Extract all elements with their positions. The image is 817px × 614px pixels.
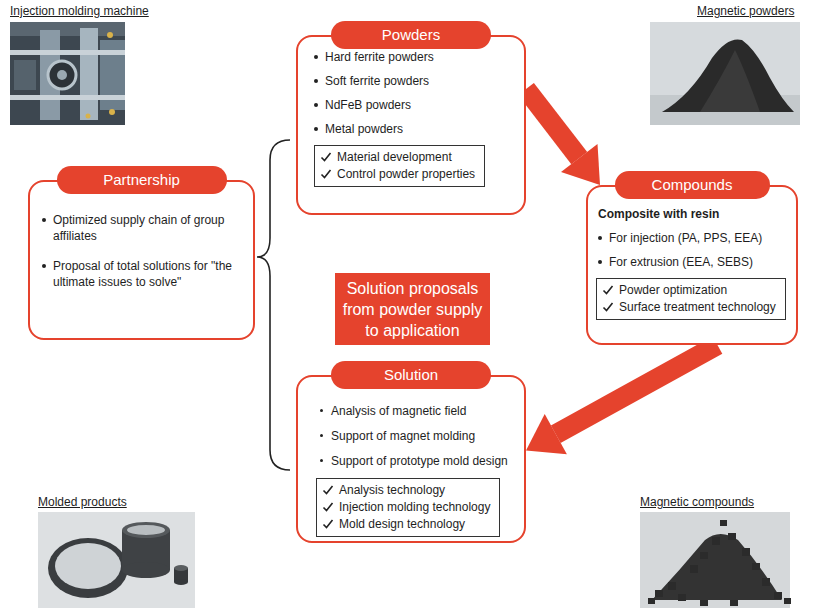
list-item: Analysis of magnetic field [320, 403, 514, 419]
subheading-text: Composite with resin [598, 206, 719, 222]
header-text: Powders [382, 26, 440, 43]
list-item: Optimized supply chain of group affiliat… [42, 212, 243, 244]
bullet-dot [320, 434, 323, 437]
check-mark [322, 501, 334, 513]
item-text: NdFeB powders [325, 97, 411, 113]
checklist-box: Material developmentControl powder prope… [314, 145, 485, 187]
checklist-text: Mold design technology [339, 516, 465, 533]
item-text: Soft ferrite powders [325, 73, 429, 89]
list-item: Hard ferrite powders [314, 49, 514, 65]
list-item: For injection (PA, PPS, EEA) [598, 230, 788, 246]
item-text: Proposal of total solutions for "the ult… [53, 258, 243, 290]
flow-arrow [518, 83, 600, 185]
check-mark [602, 301, 614, 313]
list-item: Composite with resin [598, 206, 788, 222]
photo-caption: Injection molding machine [10, 4, 149, 19]
bullet-dot [314, 127, 318, 131]
item-text: Support of prototype mold design [331, 453, 508, 469]
compounds-photo [640, 512, 791, 608]
section-box: SolutionAnalysis of magnetic fieldSuppor… [296, 375, 526, 543]
checklist-text: Material development [337, 149, 452, 166]
bullet-dot [320, 459, 323, 462]
check-mark [602, 284, 614, 296]
header-text: Partnership [103, 171, 180, 188]
proposal-text: Solution proposals from powder supply to… [341, 278, 484, 341]
powder-photo [650, 22, 800, 125]
item-text: Metal powders [325, 121, 403, 137]
checklist-item: Control powder properties [320, 166, 475, 183]
header-text: Compounds [652, 176, 733, 193]
list-item: Support of prototype mold design [320, 453, 514, 469]
section-box: CompoundsComposite with resinFor injecti… [586, 185, 798, 345]
checklist-box: Analysis technologyInjection molding tec… [316, 478, 500, 537]
section-header: Compounds [615, 171, 770, 199]
checklist-item: Powder optimization [602, 282, 776, 299]
bullet-dot [314, 55, 318, 59]
bullet-dot [314, 79, 318, 83]
curly-brace [257, 140, 290, 470]
molded-products-photo [38, 512, 195, 608]
photo-caption: Magnetic powders [697, 4, 794, 19]
proposal-box: Solution proposals from powder supply to… [335, 273, 490, 345]
checklist-text: Surface treatment technology [619, 299, 776, 316]
list-item: Metal powders [314, 121, 514, 137]
item-text: Support of magnet molding [331, 428, 475, 444]
bullet-dot [42, 264, 46, 268]
checklist-text: Control powder properties [337, 166, 475, 183]
header-text: Solution [384, 366, 438, 383]
item-text: Hard ferrite powders [325, 49, 434, 65]
checklist-item: Mold design technology [322, 516, 490, 533]
bullet-dot [42, 218, 46, 222]
section-header: Solution [331, 361, 491, 389]
section-box: PartnershipOptimized supply chain of gro… [28, 180, 255, 340]
check-mark [322, 484, 334, 496]
item-text: Optimized supply chain of group affiliat… [53, 212, 243, 244]
arrow-shaft [518, 83, 587, 164]
machine-photo [10, 22, 125, 125]
item-text: For extrusion (EEA, SEBS) [609, 254, 753, 270]
photo-caption: Magnetic compounds [640, 495, 754, 510]
checklist-item: Surface treatment technology [602, 299, 776, 316]
list-item: Soft ferrite powders [314, 73, 514, 89]
list-item: NdFeB powders [314, 97, 514, 113]
checklist-text: Analysis technology [339, 482, 445, 499]
item-text: Analysis of magnetic field [331, 403, 466, 419]
checklist-box: Powder optimizationSurface treatment tec… [596, 278, 786, 320]
arrow-shaft [551, 336, 722, 443]
check-mark [320, 168, 332, 180]
checklist-item: Injection molding technology [322, 499, 490, 516]
bullet-dot [314, 103, 318, 107]
list-item: For extrusion (EEA, SEBS) [598, 254, 788, 270]
arrow-head [561, 144, 600, 185]
flow-arrow [526, 336, 722, 454]
bullet-dot [320, 409, 323, 412]
list-item: Support of magnet molding [320, 428, 514, 444]
section-header: Partnership [57, 166, 227, 194]
checklist-text: Powder optimization [619, 282, 727, 299]
arrow-head [526, 414, 567, 454]
checklist-text: Injection molding technology [339, 499, 490, 516]
check-mark [320, 151, 332, 163]
check-mark [322, 518, 334, 530]
bullet-dot [598, 236, 602, 240]
photo-caption: Molded products [38, 495, 127, 510]
section-header: Powders [331, 21, 491, 49]
item-text: For injection (PA, PPS, EEA) [609, 230, 762, 246]
checklist-item: Analysis technology [322, 482, 490, 499]
section-box: PowdersHard ferrite powdersSoft ferrite … [296, 35, 526, 215]
bullet-dot [598, 260, 602, 264]
list-item: Proposal of total solutions for "the ult… [42, 258, 243, 290]
checklist-item: Material development [320, 149, 475, 166]
